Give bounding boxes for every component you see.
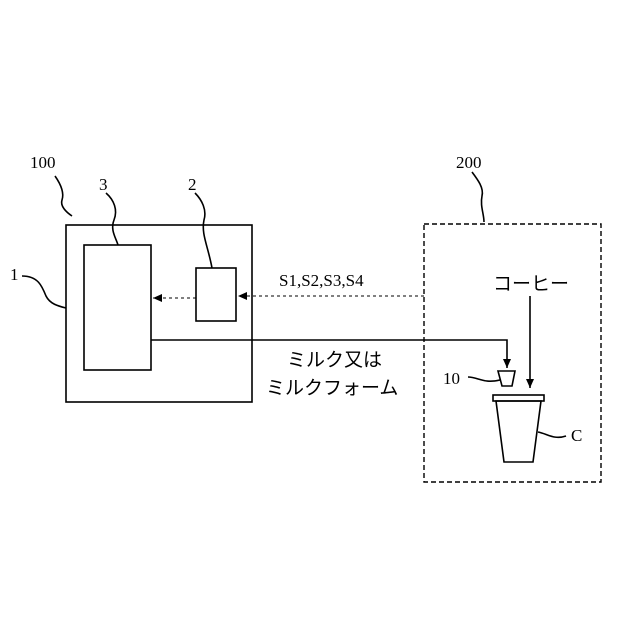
label-1: 1 [10,265,19,284]
label-10: 10 [443,369,460,388]
device-100-box [66,225,252,402]
label-milk-line1: ミルク又は [287,349,382,371]
label-c: C [571,426,582,445]
leader-3 [106,193,118,245]
leader-100 [55,176,72,216]
label-coffee: コーヒー [493,273,569,295]
label-3: 3 [99,175,108,194]
leader-10 [468,377,500,381]
nozzle-10 [498,371,515,386]
label-2: 2 [188,175,197,194]
label-milk-line2: ミルクフォーム [266,377,398,399]
leader-200 [472,172,484,222]
unit-3-box [84,245,151,370]
label-200: 200 [456,153,482,172]
leader-c [538,432,566,437]
cup-c-body [496,401,541,462]
label-signals: S1,S2,S3,S4 [279,271,364,290]
unit-2-box [196,268,236,321]
cup-c-rim [493,395,544,401]
leader-1 [22,276,66,308]
label-100: 100 [30,153,56,172]
leader-2 [195,193,212,268]
